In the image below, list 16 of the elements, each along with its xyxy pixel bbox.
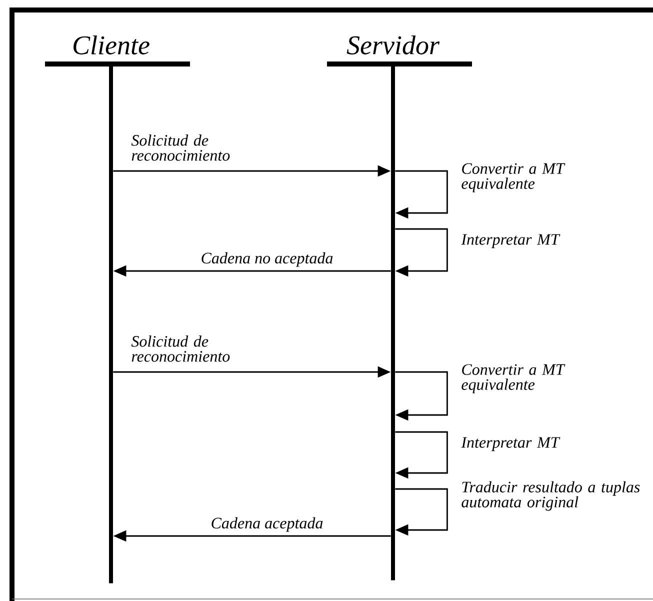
edge-label: Interpretar MT xyxy=(461,437,560,452)
self-arrow xyxy=(395,228,448,277)
edge-label: Convertir a MT equivalente xyxy=(462,364,566,394)
edge-label: Cadena no aceptada xyxy=(202,252,333,267)
self-arrow xyxy=(395,431,448,479)
edge-label: Solicitud de reconocimiento xyxy=(131,134,230,161)
self-arrow xyxy=(395,371,448,421)
edge-label: Cadena aceptada xyxy=(212,517,323,532)
self-arrow xyxy=(395,488,448,536)
edge-label: Traducir resultado a tuplas automata original xyxy=(462,481,640,511)
node-label: Cliente xyxy=(74,35,150,54)
node-label: Servidor xyxy=(346,35,440,54)
edge-label: Interpretar MT xyxy=(461,234,560,248)
self-arrow xyxy=(395,170,448,219)
edge-label: Solicitud de reconocimiento xyxy=(131,336,230,362)
edge-label: Convertir a MT equivalente xyxy=(462,163,566,192)
